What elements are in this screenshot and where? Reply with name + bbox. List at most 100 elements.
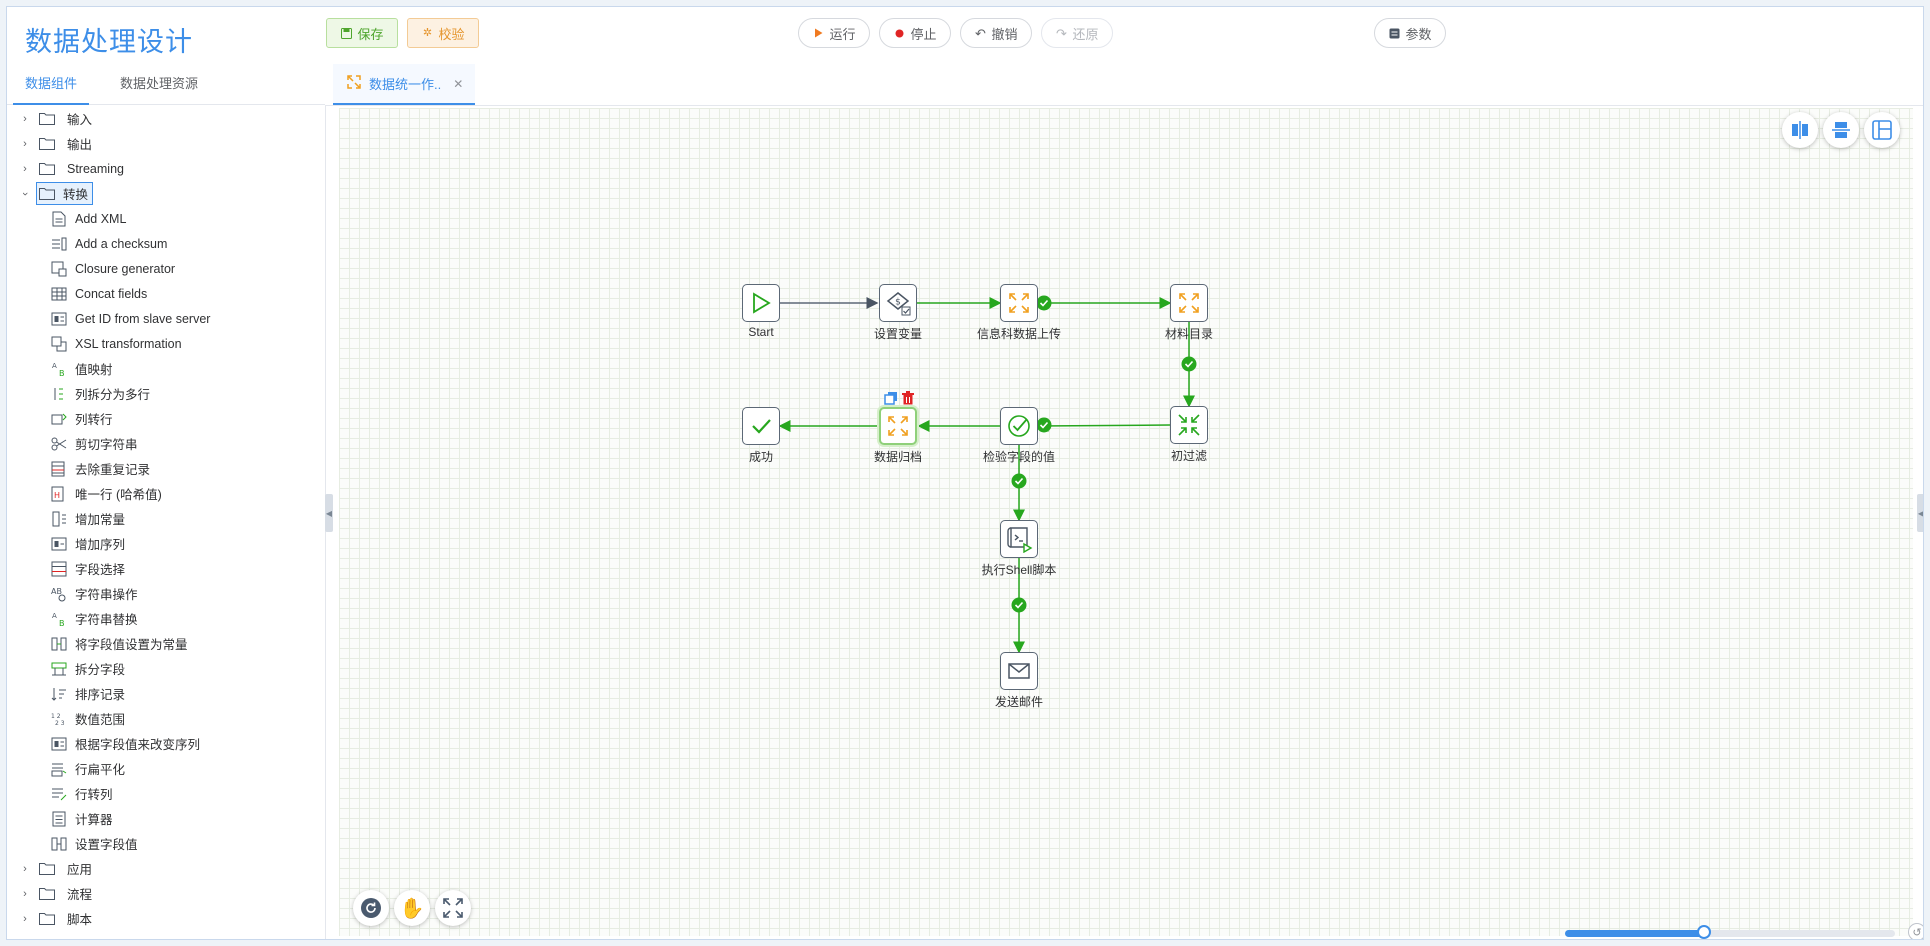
tree-item[interactable]: 行扁平化 xyxy=(7,756,325,781)
node-send-mail[interactable] xyxy=(1000,652,1038,690)
run-button[interactable]: 运行 xyxy=(798,18,870,48)
run-label: 运行 xyxy=(829,26,856,42)
tree-item[interactable]: 增加序列 xyxy=(7,531,325,556)
fit-screen-button[interactable] xyxy=(435,890,471,926)
editor-area: 数据统一作.. ✕ xyxy=(325,64,1923,939)
tree-item[interactable]: 列拆分为多行 xyxy=(7,381,325,406)
edge-filter-validate[interactable] xyxy=(1036,419,1171,432)
tree-item[interactable]: Get ID from slave server xyxy=(7,306,325,331)
chevron-right-icon[interactable]: › xyxy=(23,137,27,150)
tree-folder-label: Streaming xyxy=(67,161,124,176)
node-shell-script[interactable] xyxy=(1000,520,1038,558)
tree-item-label: 列拆分为多行 xyxy=(75,388,151,402)
delete-icon[interactable] xyxy=(901,391,915,405)
node-set-variable[interactable]: $ xyxy=(879,284,917,322)
zoom-slider-fill xyxy=(1565,930,1704,937)
variable-icon: $ xyxy=(886,292,911,316)
check-label: 校验 xyxy=(438,26,465,42)
selected-folder-box[interactable]: 转换 xyxy=(36,182,94,205)
tree-folder-input[interactable]: › 输入 xyxy=(7,106,325,131)
transform-icon xyxy=(1009,293,1029,313)
tree-item[interactable]: 将字段值设置为常量 xyxy=(7,631,325,656)
play-icon xyxy=(812,27,824,39)
tree-folder-apps[interactable]: › 应用 xyxy=(7,856,325,881)
editor-tab-active[interactable]: 数据统一作.. ✕ xyxy=(333,64,476,105)
tree-item[interactable]: Closure generator xyxy=(7,256,325,281)
zoom-slider-handle[interactable] xyxy=(1697,925,1711,939)
stop-button[interactable]: 停止 xyxy=(879,18,951,48)
tree-item[interactable]: 剪切字符串 xyxy=(7,431,325,456)
params-button[interactable]: 参数 xyxy=(1374,18,1446,48)
tree-item[interactable]: 列转行 xyxy=(7,406,325,431)
tree-item[interactable]: 计算器 xyxy=(7,806,325,831)
node-start[interactable] xyxy=(742,284,780,322)
folder-icon xyxy=(39,887,57,901)
chevron-right-icon[interactable]: › xyxy=(23,862,27,875)
save-button[interactable]: 保存 xyxy=(326,18,398,48)
tree-folder-streaming[interactable]: › Streaming xyxy=(7,156,325,181)
node-data-archive[interactable] xyxy=(879,407,917,445)
tree-item[interactable]: 增加常量 xyxy=(7,506,325,531)
chevron-down-icon[interactable]: › xyxy=(19,191,31,196)
node-validate-field[interactable] xyxy=(1000,407,1038,445)
check-button[interactable]: ✲ 校验 xyxy=(407,18,479,48)
tree-item[interactable]: Concat fields xyxy=(7,281,325,306)
tab-processing-resources[interactable]: 数据处理资源 xyxy=(120,76,199,91)
tree-item-label: 拆分字段 xyxy=(75,663,126,677)
node-material-catalog[interactable] xyxy=(1170,284,1208,322)
copy-icon[interactable] xyxy=(884,391,898,405)
zoom-slider-track[interactable] xyxy=(1705,930,1895,937)
chevron-right-icon[interactable]: › xyxy=(23,912,27,925)
tree-item[interactable]: 排序记录 xyxy=(7,681,325,706)
tree-folder-label: 输入 xyxy=(67,113,93,127)
add-sequence-icon xyxy=(51,536,67,552)
tree-folder-script[interactable]: › 脚本 xyxy=(7,906,325,931)
check-circle-icon xyxy=(1181,356,1197,372)
closure-icon xyxy=(51,261,67,277)
tree-item[interactable]: 拆分字段 xyxy=(7,656,325,681)
tab-data-components[interactable]: 数据组件 xyxy=(12,64,90,105)
flow-canvas[interactable]: Start $ 设置变量 信息科数据上传 材料目录 初过 xyxy=(339,108,1913,936)
chevron-right-icon[interactable]: › xyxy=(23,112,27,125)
tree-item[interactable]: 根据字段值来改变序列 xyxy=(7,731,325,756)
redo-button[interactable]: ↷ 还原 xyxy=(1041,18,1113,48)
xsl-icon xyxy=(51,336,67,352)
node-success[interactable] xyxy=(742,407,780,445)
undo-button[interactable]: ↶ 撤销 xyxy=(960,18,1032,48)
app-title: 数据处理设计 xyxy=(25,27,193,57)
align-horizontal-button[interactable] xyxy=(1823,112,1859,148)
tree-item[interactable]: XSL transformation xyxy=(7,331,325,356)
tree-item[interactable]: 去除重复记录 xyxy=(7,456,325,481)
tree-item-label: 字段选择 xyxy=(75,563,126,577)
component-tree: › 输入 › 输出 › Streaming › 转换 xyxy=(7,106,325,931)
tree-item[interactable]: 行转列 xyxy=(7,781,325,806)
svg-text:AB: AB xyxy=(51,587,62,596)
tree-item[interactable]: Add XML xyxy=(7,206,325,231)
tree-folder-transform[interactable]: › 转换 xyxy=(7,181,325,206)
chevron-right-icon[interactable]: › xyxy=(23,887,27,900)
zoom-reset-button[interactable]: ↺ xyxy=(1908,923,1923,939)
sort-icon xyxy=(51,686,67,702)
tree-item[interactable]: Add a checksum xyxy=(7,231,325,256)
layout-panel-button[interactable] xyxy=(1864,112,1900,148)
sidebar-collapse-handle[interactable]: ◀ xyxy=(325,494,333,532)
close-icon[interactable]: ✕ xyxy=(453,76,464,91)
tree-item[interactable]: 字段选择 xyxy=(7,556,325,581)
node-initial-filter[interactable] xyxy=(1170,406,1208,444)
chevron-right-icon[interactable]: › xyxy=(23,162,27,175)
tree-item-label: XSL transformation xyxy=(75,336,182,351)
node-data-upload[interactable] xyxy=(1000,284,1038,322)
refresh-layout-button[interactable] xyxy=(353,890,389,926)
tree-item[interactable]: 设置字段值 xyxy=(7,831,325,856)
right-panel-collapse-handle[interactable]: ◀ xyxy=(1917,494,1923,532)
fullscreen-icon xyxy=(443,898,463,918)
pan-mode-button[interactable]: ✋ xyxy=(394,890,430,926)
align-vertical-button[interactable] xyxy=(1782,112,1818,148)
tree-folder-flow[interactable]: › 流程 xyxy=(7,881,325,906)
tree-folder-output[interactable]: › 输出 xyxy=(7,131,325,156)
